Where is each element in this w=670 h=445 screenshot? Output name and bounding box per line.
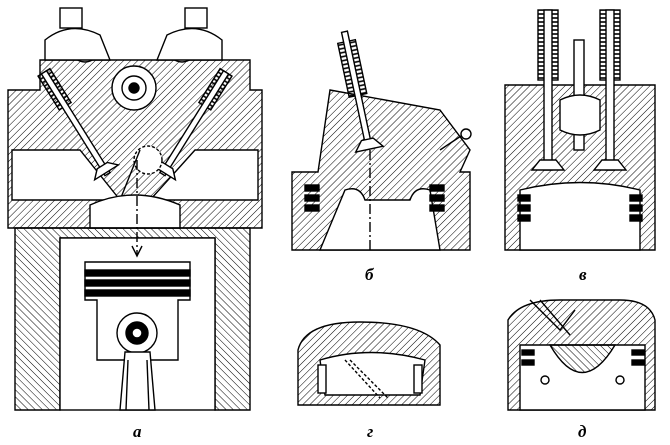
view-a-cylinder-head-section bbox=[7, 7, 263, 411]
label-view-d: д bbox=[578, 422, 587, 441]
view-b-inclined-valve-section bbox=[291, 30, 472, 251]
view-v-vertical-valves-section bbox=[504, 9, 656, 251]
label-view-b: б bbox=[365, 265, 374, 284]
label-view-g: г bbox=[367, 422, 374, 441]
label-view-a: а bbox=[133, 422, 142, 441]
label-view-v: в bbox=[579, 265, 587, 284]
view-g-piston-crown-section bbox=[297, 321, 441, 406]
view-d-piston-bowl-section bbox=[507, 299, 656, 411]
